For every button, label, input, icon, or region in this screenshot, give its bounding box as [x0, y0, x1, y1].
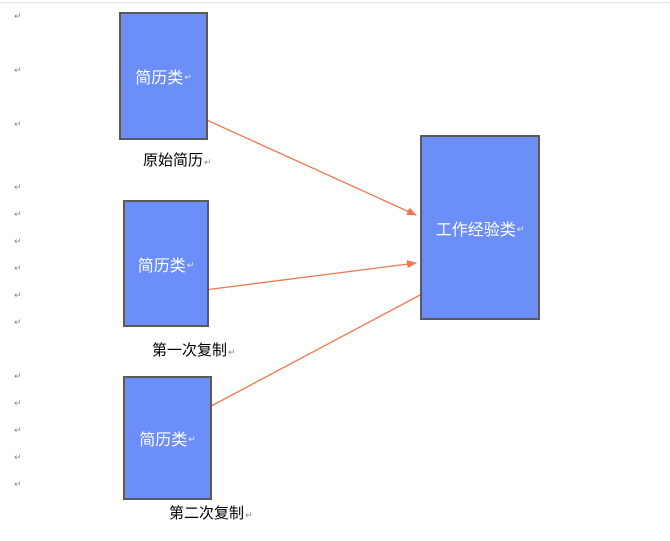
paragraph-mark-icon: ↵: [14, 120, 22, 130]
caption-label: 原始简历: [143, 151, 204, 169]
caption-copy1: 第一次复制↵: [152, 339, 236, 360]
caption-original: 原始简历↵: [143, 149, 212, 170]
work-experience-box[interactable]: 工作经验类↵: [420, 135, 540, 320]
paragraph-mark-icon: ↵: [14, 12, 22, 22]
box-label: 工作经验类: [435, 219, 516, 239]
paragraph-mark-icon: ↵: [14, 480, 22, 490]
paragraph-mark-icon: ↵: [204, 158, 212, 168]
paragraph-mark-icon: ↵: [14, 237, 22, 247]
paragraph-mark-icon: ↵: [14, 318, 22, 328]
box-label: 简历类: [139, 430, 188, 449]
paragraph-mark-icon: ↵: [186, 260, 195, 271]
box-label: 简历类: [137, 255, 186, 275]
paragraph-mark-icon: ↵: [14, 291, 22, 301]
paragraph-mark-icon: ↵: [245, 511, 253, 521]
paragraph-mark-icon: ↵: [14, 453, 22, 463]
resume-box-original[interactable]: 简历类↵: [119, 12, 208, 140]
paragraph-mark-icon: ↵: [228, 348, 236, 358]
paragraph-mark-icon: ↵: [14, 399, 22, 409]
paragraph-mark-icon: ↵: [14, 210, 22, 220]
page-top-rule: [0, 2, 670, 3]
paragraph-mark-icon: ↵: [184, 73, 192, 83]
box-label: 简历类: [135, 68, 184, 87]
caption-copy2: 第二次复制↵: [169, 502, 253, 523]
paragraph-mark-icon: ↵: [188, 435, 196, 445]
resume-box-copy2[interactable]: 简历类↵: [123, 376, 212, 500]
caption-label: 第二次复制: [169, 504, 245, 522]
paragraph-mark-icon: ↵: [14, 66, 22, 76]
paragraph-mark-icon: ↵: [14, 426, 22, 436]
paragraph-mark-icon: ↵: [14, 264, 22, 274]
paragraph-mark-icon: ↵: [14, 372, 22, 382]
caption-label: 第一次复制: [152, 341, 228, 359]
arrow-copy1-to-target: [196, 260, 417, 292]
paragraph-mark-icon: ↵: [14, 183, 22, 193]
resume-box-copy1[interactable]: 简历类↵: [123, 200, 209, 327]
paragraph-mark-icon: ↵: [516, 224, 525, 235]
arrow-original-to-target: [199, 116, 417, 216]
